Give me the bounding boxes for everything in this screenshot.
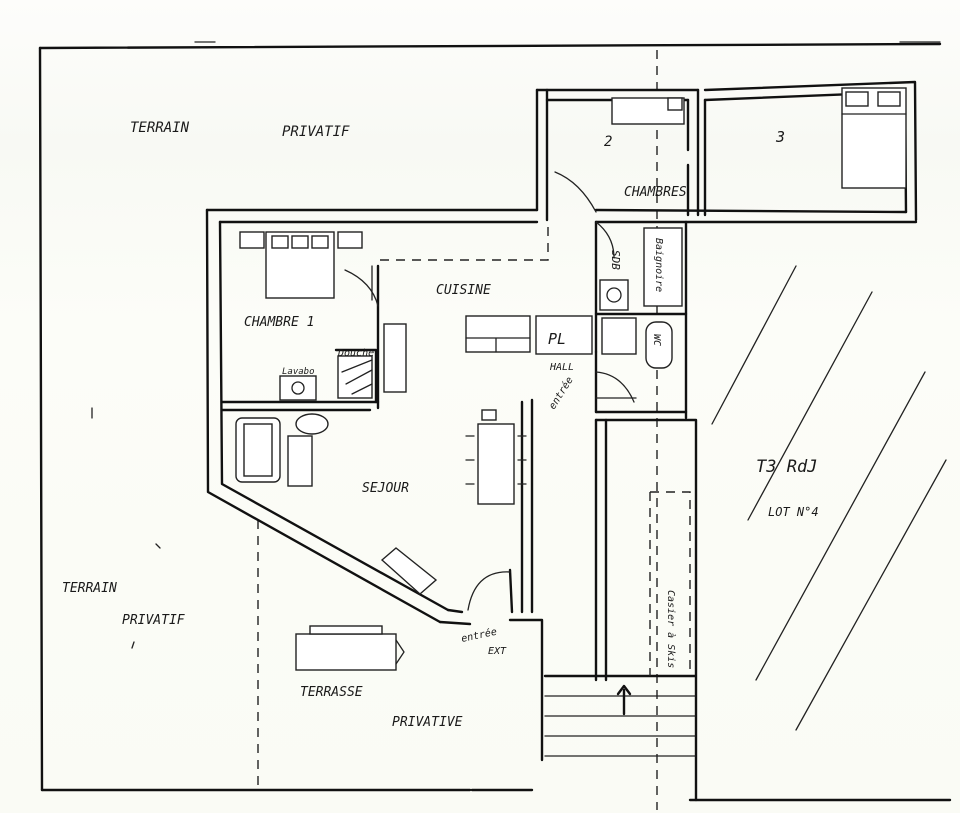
coffee-table-icon (287, 435, 313, 487)
bathroom-fixtures (599, 227, 683, 369)
label-terrain-top: TERRAIN (130, 120, 190, 136)
terrace-table-icon (295, 633, 397, 671)
property-border (38, 41, 952, 802)
label-lavabo: Lavabo (282, 367, 315, 377)
label-douche: Douche (337, 348, 374, 359)
label-wc: WC (651, 334, 662, 346)
pencil-marks (91, 407, 161, 649)
sink-icon (279, 375, 317, 401)
label-entree: entrée (546, 375, 575, 412)
toilet-icon (645, 321, 673, 369)
wardrobe-icon (383, 323, 407, 393)
label-privatif-left: PRIVATIF (122, 613, 186, 628)
label-privatif-top: PRIVATIF (282, 124, 350, 140)
label-sdb: SDB (609, 250, 622, 270)
bathtub-icon (643, 227, 683, 307)
tv-cabinet-icon (380, 547, 438, 595)
stairs (543, 674, 697, 757)
label-casier-skis: Casier à Skis (665, 590, 677, 668)
label-baignoire: Baignoire (653, 238, 664, 292)
label-terrain-left: TERRAIN (62, 581, 117, 596)
dining-table-icon (477, 423, 515, 505)
label-privative: PRIVATIVE (392, 715, 463, 730)
water-heater-icon (601, 317, 637, 355)
label-ext: EXT (488, 646, 507, 657)
label-room-3: 3 (775, 128, 785, 146)
label-cuisine: CUISINE (436, 283, 491, 298)
label-hall: HALL (549, 362, 574, 373)
washbasin-icon (599, 279, 629, 311)
armchair-icon (295, 413, 329, 435)
chambre-1-furniture (239, 231, 407, 401)
cupboard-icon (535, 315, 593, 355)
bed-icon (611, 97, 685, 125)
bedrooms-wing (535, 80, 918, 224)
label-room-2: 2 (604, 134, 612, 150)
kitchen-furniture (465, 315, 593, 355)
main-walls (205, 208, 698, 802)
ski-locker-outline (650, 491, 691, 676)
label-pl: PL (548, 330, 566, 348)
shower-icon (337, 355, 373, 399)
kitchen-counter-icon (465, 315, 531, 353)
label-terrasse: TERRASSE (300, 685, 363, 700)
label-chambre-1: CHAMBRE 1 (244, 315, 314, 330)
label-t3-rdj: T3 RdJ (756, 457, 817, 477)
label-lot: LOT N°4 (768, 505, 819, 519)
label-chambres: CHAMBRES (624, 185, 687, 200)
kitchen-dashed-line (380, 225, 549, 261)
label-sejour: SEJOUR (362, 481, 409, 496)
terrace-furniture (295, 625, 405, 671)
label-entree-ext: entrée (460, 626, 498, 645)
lot-hatching (711, 265, 947, 731)
living-room-furniture (235, 409, 527, 595)
